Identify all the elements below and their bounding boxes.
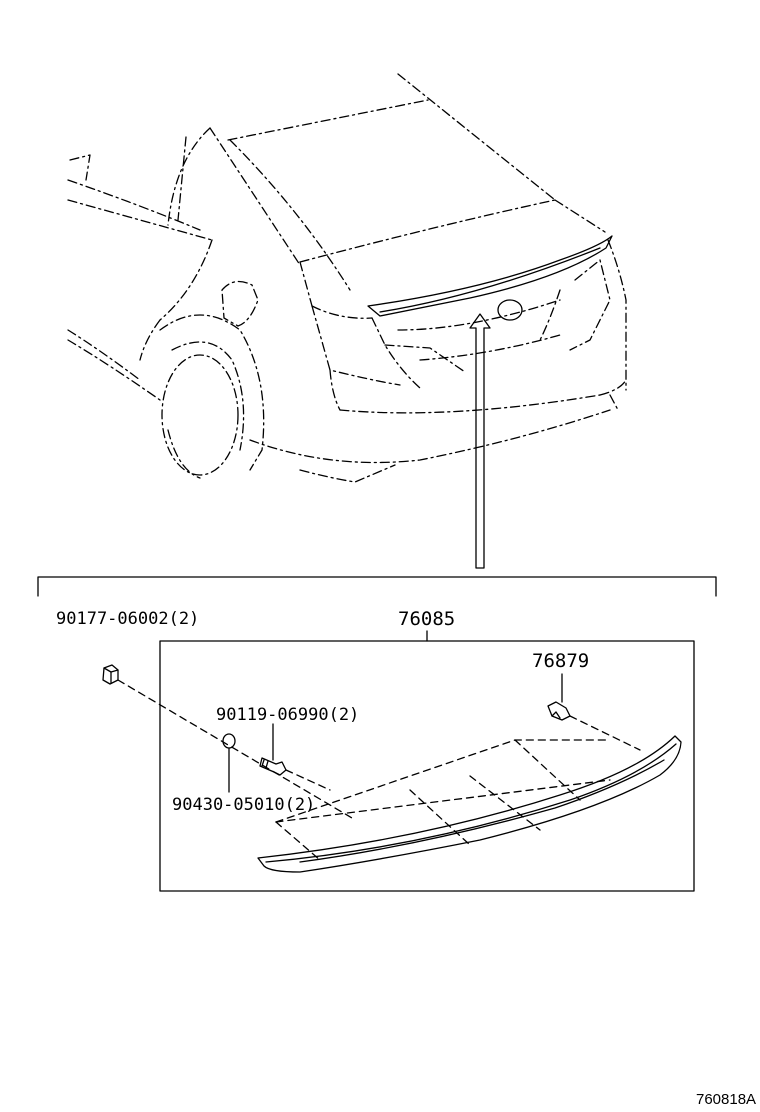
spoiler-assembly-box — [159, 640, 695, 892]
arrow-up-indicator — [469, 313, 491, 569]
clip-icon — [547, 701, 571, 721]
nut-leader — [117, 679, 353, 819]
car-rear-illustration — [67, 73, 627, 483]
washer-label: 90430-05010(2) — [172, 795, 315, 815]
figure-number: 760818A — [696, 1091, 756, 1108]
washer-icon — [222, 733, 236, 749]
mounting-outline — [275, 739, 611, 861]
nut-label: 90177-06002(2) — [56, 609, 199, 629]
bolt-icon — [259, 757, 287, 776]
bolt-label: 90119-06990(2) — [216, 705, 359, 725]
rear-spoiler-part — [257, 735, 682, 873]
clip-label: 76879 — [532, 650, 589, 672]
spoiler-on-car — [367, 235, 613, 317]
assembly-bracket — [37, 576, 717, 597]
spoiler-assy-label: 76085 — [398, 608, 455, 630]
nut-icon — [102, 664, 119, 685]
